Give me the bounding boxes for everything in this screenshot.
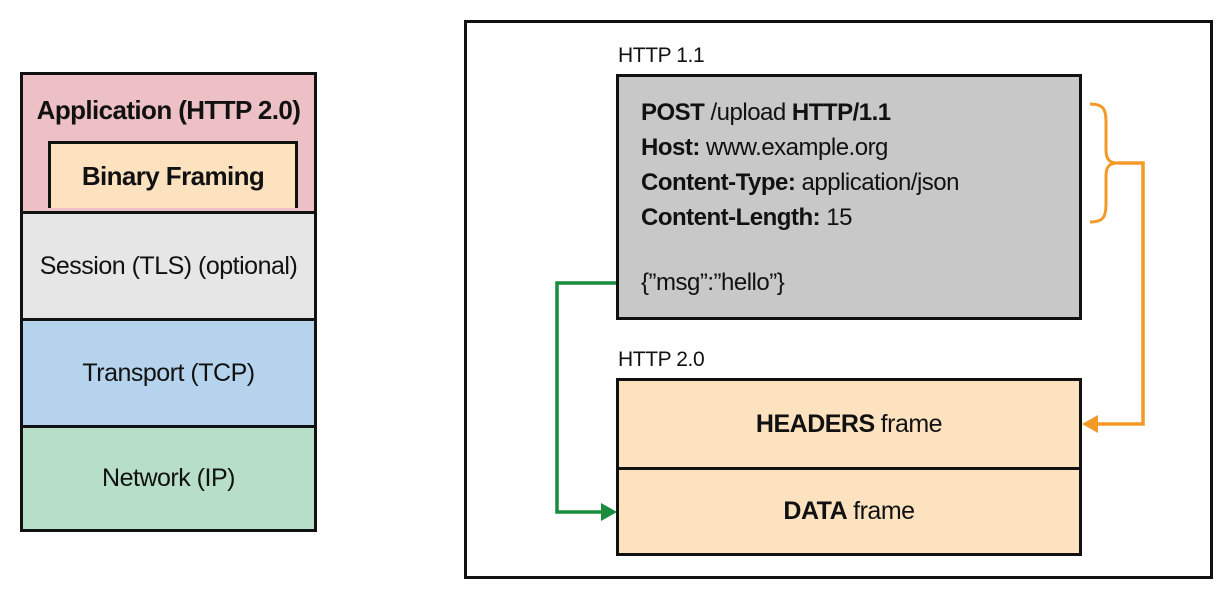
network-layer-label: Network (IP) <box>102 464 235 492</box>
network-layer: Network (IP) <box>23 425 314 529</box>
content-type-value: application/json <box>795 169 960 196</box>
content-type-key: Content-Type: <box>641 169 796 196</box>
content-length-value: 15 <box>820 204 852 231</box>
session-layer: Session (TLS) (optional) <box>23 211 314 318</box>
binary-framing-layer: Binary Framing <box>48 141 298 208</box>
transport-layer-label: Transport (TCP) <box>82 358 255 387</box>
http-comparison-panel <box>464 20 1213 579</box>
host-header: Host: www.example.org <box>641 130 1079 165</box>
http11-request-box: POST /upload HTTP/1.1 Host: www.example.… <box>616 74 1082 320</box>
headers-frame-label: frame <box>880 409 943 438</box>
host-header-key: Host: <box>641 134 700 161</box>
host-header-value: www.example.org <box>699 134 888 161</box>
http11-caption: HTTP 1.1 <box>618 44 705 67</box>
protocol-stack: Application (HTTP 2.0) Binary Framing Se… <box>20 72 317 532</box>
content-length-key: Content-Length: <box>641 204 821 231</box>
data-frame-label: frame <box>853 497 915 525</box>
request-body: {”msg”:”hello”} <box>641 269 785 296</box>
request-line: POST /upload HTTP/1.1 <box>641 95 1079 130</box>
application-layer-label: Application (HTTP 2.0) <box>36 95 301 125</box>
data-frame-type: DATA <box>783 497 848 525</box>
session-layer-label: Session (TLS) (optional) <box>39 251 298 280</box>
request-path: /upload <box>704 99 792 126</box>
content-length-header: Content-Length: 15 <box>641 200 1079 235</box>
transport-layer: Transport (TCP) <box>23 318 314 425</box>
request-method: POST <box>641 99 705 126</box>
content-type-header: Content-Type: application/json <box>641 165 1079 200</box>
request-version: HTTP/1.1 <box>791 99 891 126</box>
headers-frame-type: HEADERS <box>755 409 875 438</box>
http20-caption: HTTP 2.0 <box>618 348 705 371</box>
